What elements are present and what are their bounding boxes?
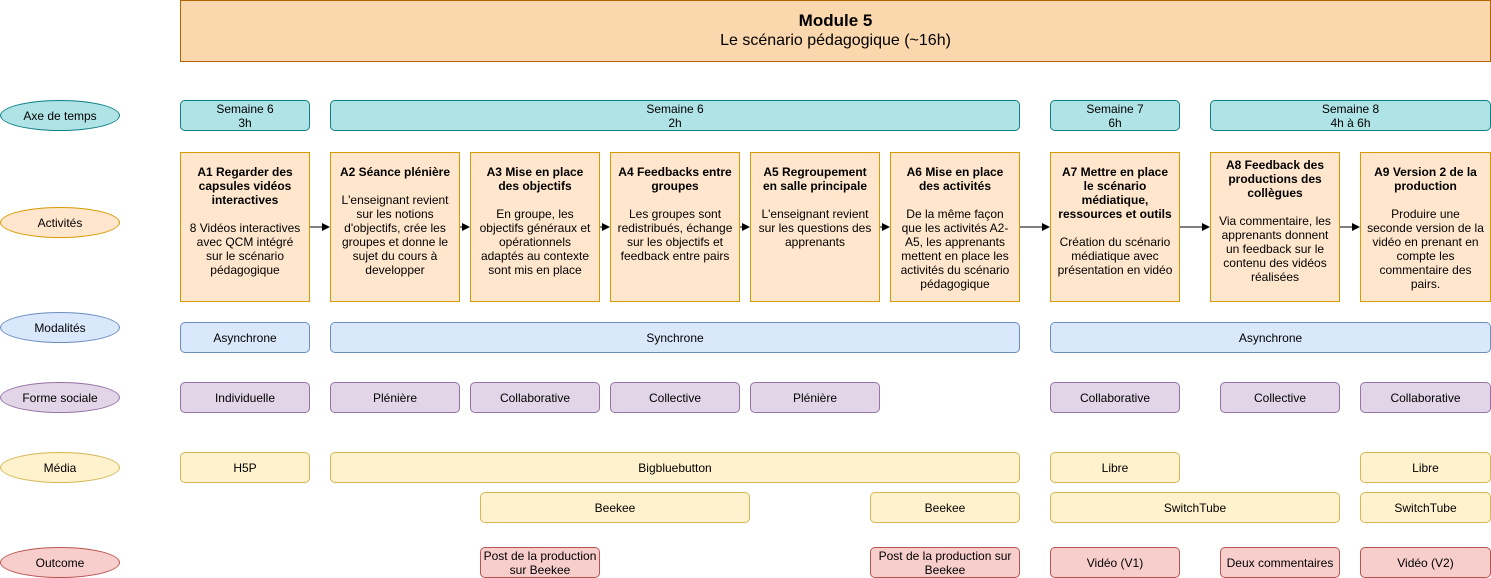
row-label-activities: Activités [0, 207, 120, 238]
media-box: Bigbluebutton [330, 452, 1020, 483]
media-box: Libre [1050, 452, 1180, 483]
activity-a7: A7 Mettre en place le scénario médiatiqu… [1050, 152, 1180, 302]
activity-a1: A1 Regarder des capsules vidéos interact… [180, 152, 310, 302]
media-box: SwitchTube [1050, 492, 1340, 523]
row-label-media: Média [0, 452, 120, 483]
outcome-box: Vidéo (V2) [1360, 547, 1491, 578]
social-box: Collaborative [1050, 382, 1180, 413]
media-box: Beekee [870, 492, 1020, 523]
row-label-modalities: Modalités [0, 312, 120, 343]
row-label-social: Forme sociale [0, 382, 120, 413]
modality-box: Synchrone [330, 322, 1020, 353]
outcome-box: Post de la production sur Beekee [870, 547, 1020, 578]
module-title-box: Module 5 Le scénario pédagogique (~16h) [180, 0, 1491, 62]
social-box: Individuelle [180, 382, 310, 413]
social-box: Collective [1220, 382, 1340, 413]
media-box: SwitchTube [1360, 492, 1491, 523]
row-label-outcome: Outcome [0, 547, 120, 578]
social-box: Plénière [330, 382, 460, 413]
modality-box: Asynchrone [1050, 322, 1491, 353]
activity-a8: A8 Feedback des productions des collègue… [1210, 152, 1340, 302]
social-box: Collaborative [1360, 382, 1491, 413]
social-box: Plénière [750, 382, 880, 413]
social-box: Collaborative [470, 382, 600, 413]
media-box: H5P [180, 452, 310, 483]
media-box: Libre [1360, 452, 1491, 483]
outcome-box: Deux commentaires [1220, 547, 1340, 578]
social-box: Collective [610, 382, 740, 413]
outcome-box: Post de la production sur Beekee [480, 547, 600, 578]
modality-box: Asynchrone [180, 322, 310, 353]
outcome-box: Vidéo (V1) [1050, 547, 1180, 578]
media-box: Beekee [480, 492, 750, 523]
module-title: Module 5 [798, 11, 873, 30]
module-subtitle: Le scénario pédagogique (~16h) [720, 32, 951, 49]
row-label-time: Axe de temps [0, 100, 120, 131]
